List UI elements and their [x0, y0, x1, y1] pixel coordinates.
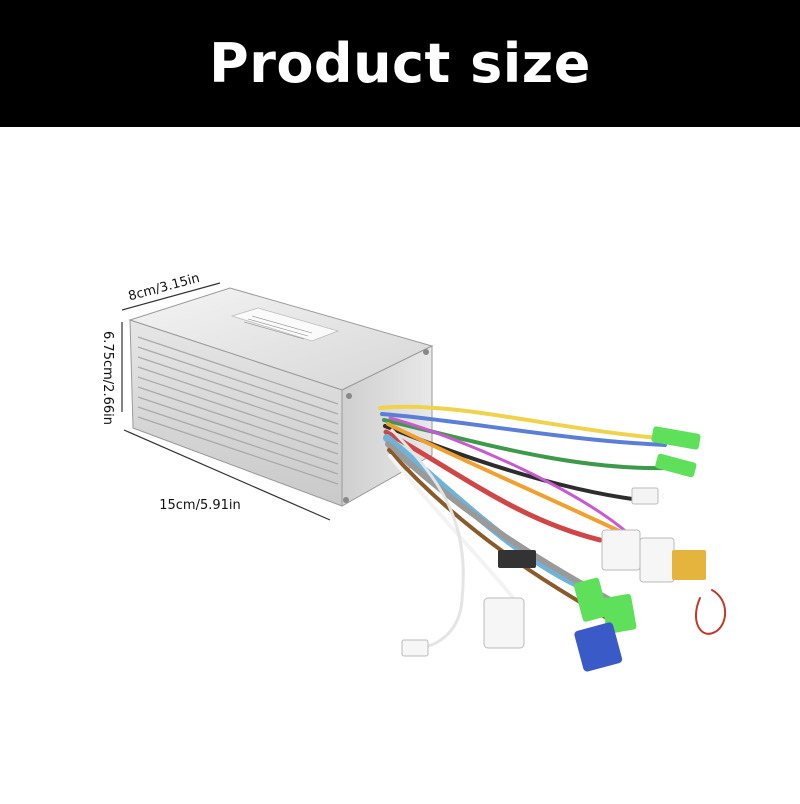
- product-stage: 8cm/3.15in 6.75cm/2.66in 15cm/5.91in: [0, 127, 800, 800]
- length-dimension-label: 15cm/5.91in: [159, 498, 241, 513]
- height-dimension-label: 6.75cm/2.66in: [100, 331, 115, 425]
- width-dimension-label: 8cm/3.15in: [127, 271, 202, 304]
- page-title: Product size: [209, 32, 591, 95]
- connectors: [401, 426, 706, 672]
- product-illustration: 8cm/3.15in 6.75cm/2.66in 15cm/5.91in: [100, 271, 727, 672]
- title-banner: Product size: [0, 0, 800, 127]
- controller-box: [128, 287, 434, 507]
- dimension-lines: [121, 282, 331, 521]
- heat-sink-fins: [137, 336, 339, 485]
